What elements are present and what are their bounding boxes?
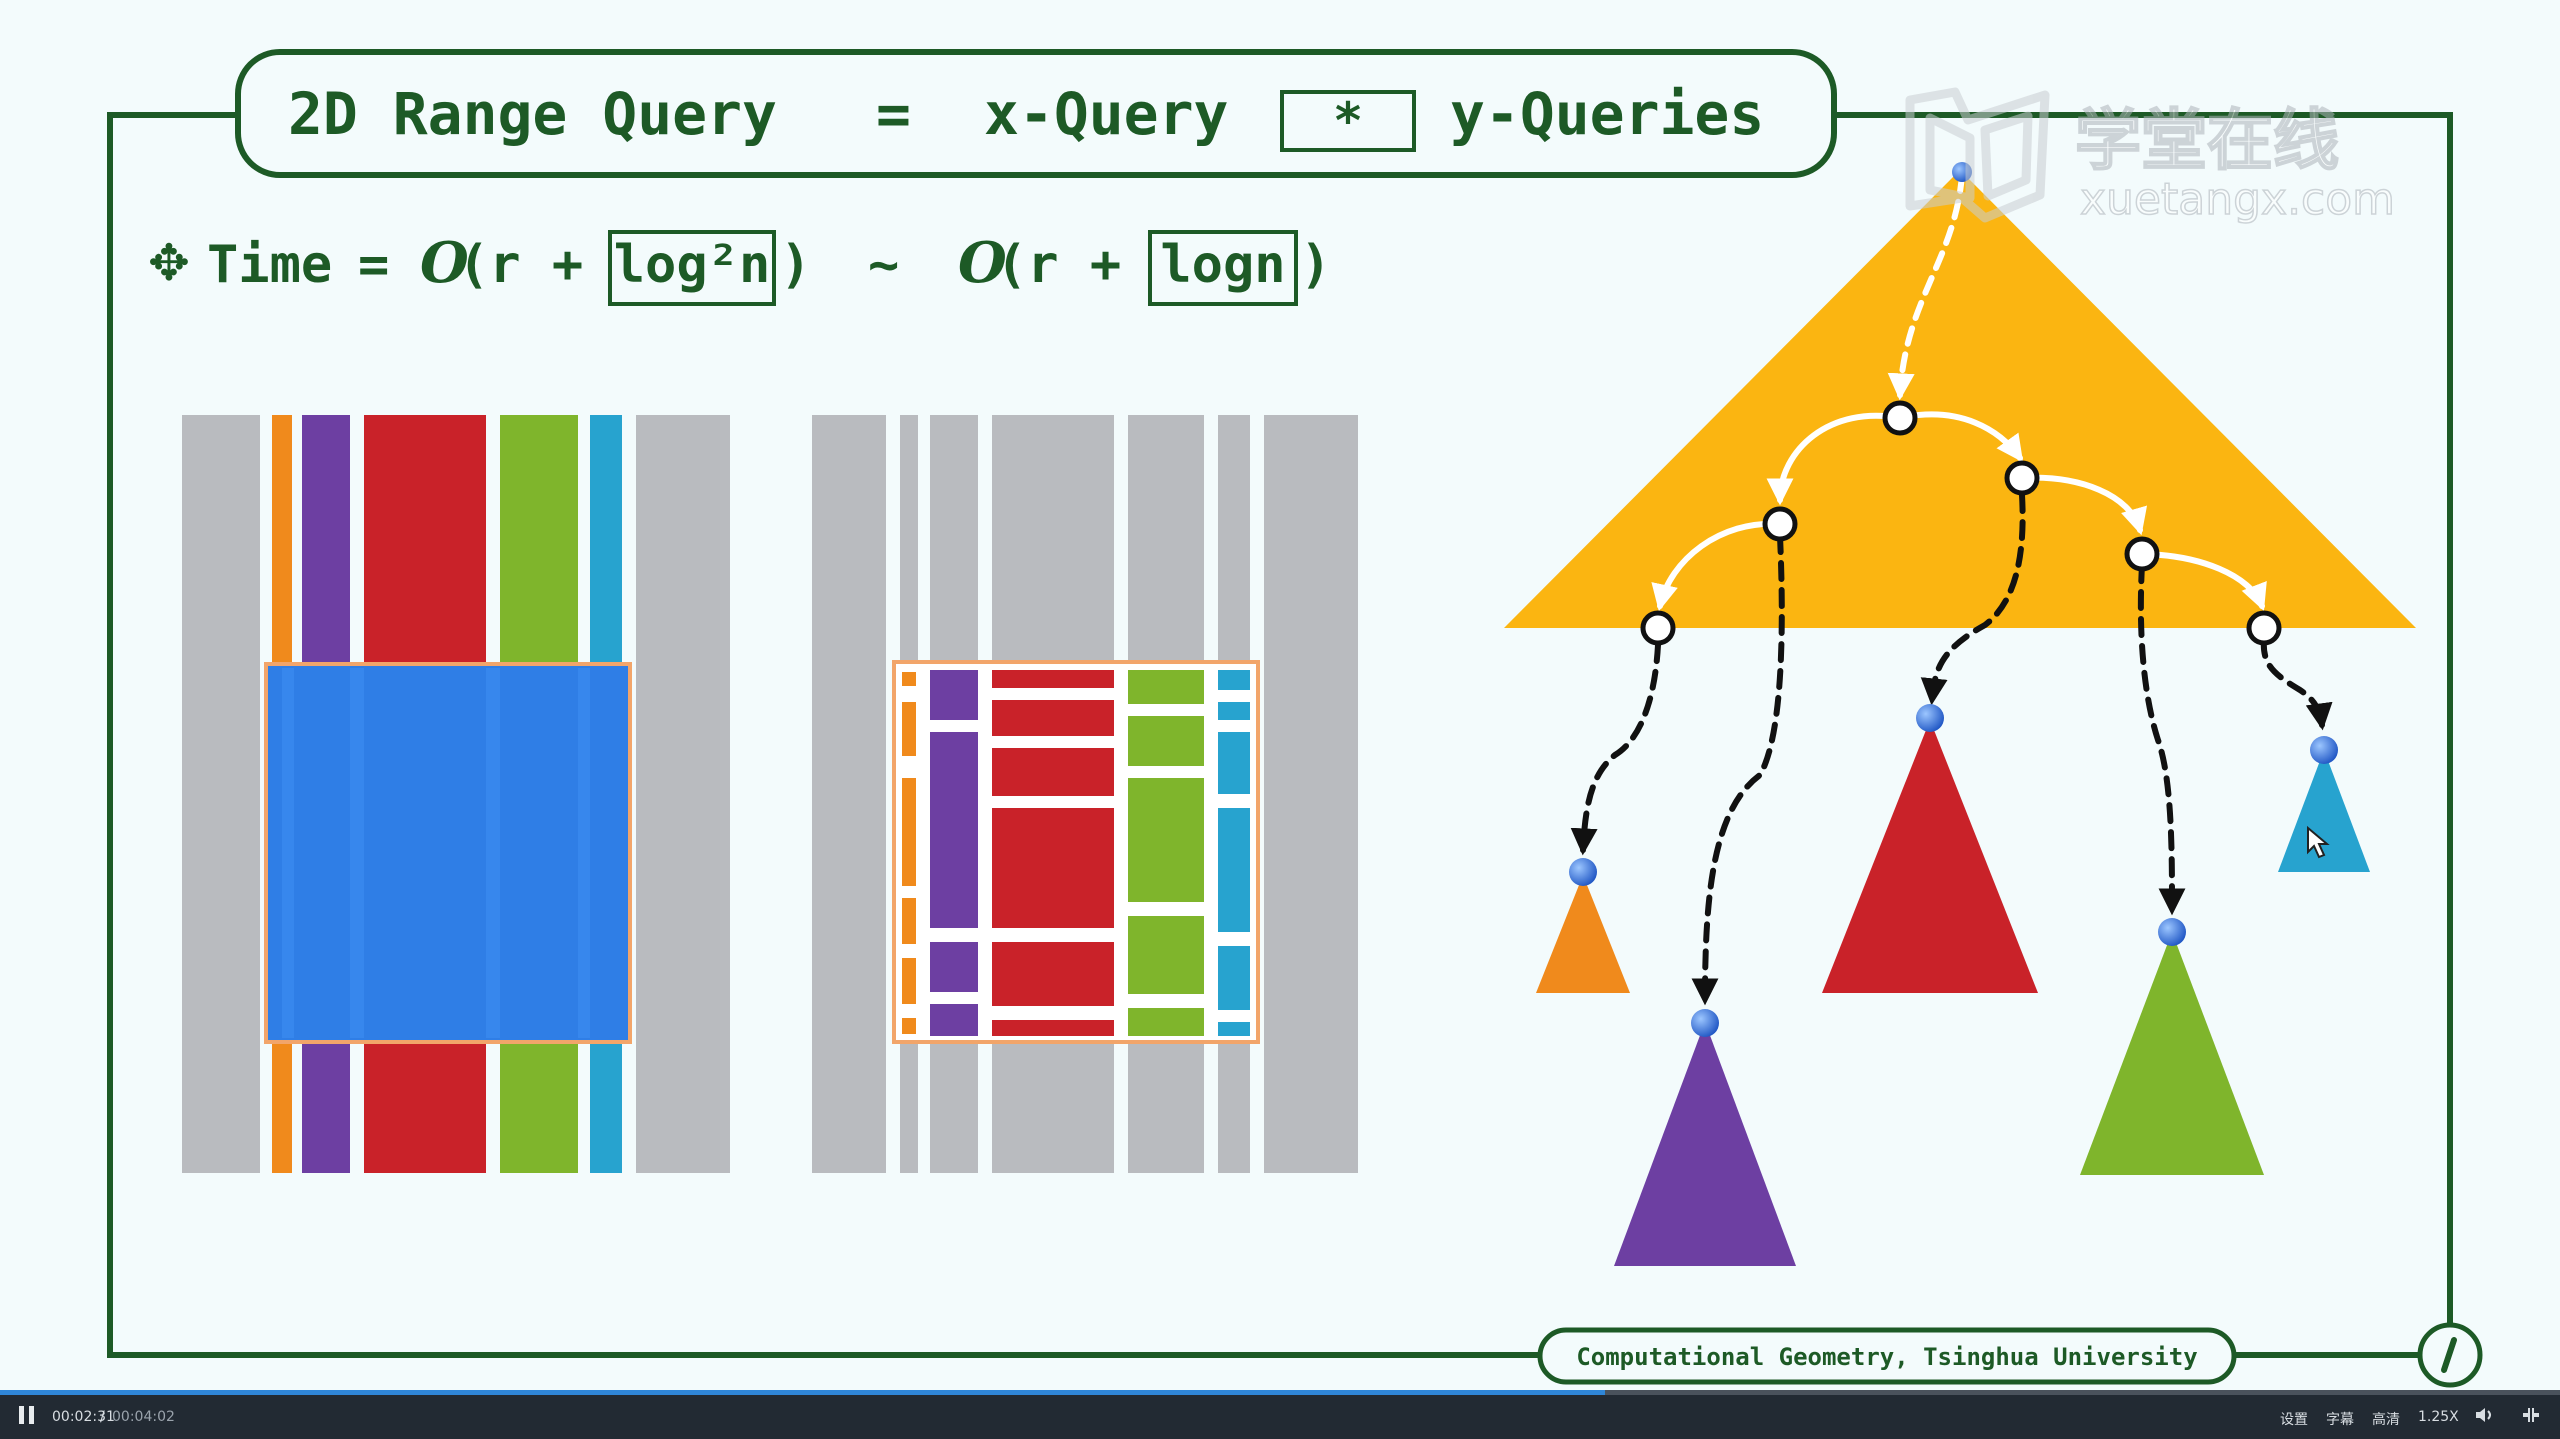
bound1-prefix: (r + (458, 235, 583, 295)
title-y-queries: y-Queries (1450, 80, 1764, 148)
node-left (1762, 506, 1798, 542)
arrow-left-left (1651, 520, 1783, 612)
progress-fill (0, 1390, 1606, 1395)
bound1-term: log²n (614, 235, 771, 295)
subtree-link-arrows (1570, 492, 2333, 1006)
xuetangx-logo-icon (1905, 87, 2050, 223)
mouse-cursor-icon (2307, 825, 2330, 859)
bound2-term: logn (1160, 235, 1285, 295)
strip-gray-left (182, 415, 260, 1173)
query-range-blue (264, 662, 632, 1044)
grid-strip-7 (1264, 415, 1358, 1173)
arrow-root-to-split (1887, 172, 1965, 401)
xuetangx-watermark: 学堂在线 xuetangx.com (1905, 87, 2396, 226)
subtree-green (2080, 932, 2264, 1175)
query-strip-highlight-1 (282, 668, 294, 1038)
query-strip-highlight-3 (486, 668, 500, 1038)
node-right-right (2124, 536, 2160, 572)
subtree-root-green (2158, 918, 2186, 946)
time-label: Time (207, 235, 332, 295)
fullscreen-exit-icon[interactable] (2520, 1405, 2542, 1425)
watermark-chinese: 学堂在线 (2075, 102, 2339, 179)
title-operator: * (1333, 92, 1363, 150)
bound1-close: ) (780, 235, 811, 295)
subtree-root-purple (1691, 1009, 1719, 1037)
title-operator-box (1280, 90, 1416, 152)
title-left: 2D Range Query (288, 80, 777, 148)
node-split (1882, 400, 1918, 436)
title-equals: = (876, 80, 911, 148)
subtree-root-orange (1569, 858, 1597, 886)
subtree-cyan (2278, 750, 2370, 872)
title-x-query: x-Query (984, 80, 1228, 148)
link-to-cyan-subtree (2260, 637, 2333, 731)
y-queries-grid-diagram (812, 415, 1358, 1173)
total-time: 00:04:02 (112, 1409, 175, 1425)
arrow-split-left (1766, 412, 1903, 506)
playback-speed-button[interactable]: 1.25X (2418, 1409, 2459, 1425)
footer-box (1537, 1327, 2237, 1385)
video-player-controls: 00:02:31 / 00:04:02 设置 字幕 高清 1.25X (0, 1390, 2560, 1439)
footer-text: Computational Geometry, Tsinghua Univers… (1576, 1343, 2197, 1371)
page-indicator-mark (2441, 1337, 2457, 1373)
query-strip-highlight-2 (350, 668, 364, 1038)
node-left-left (1640, 610, 1676, 646)
tree-nodes (1640, 400, 2282, 646)
purple-column-cells (930, 670, 978, 1036)
arrow-right-right-right (2139, 551, 2267, 612)
link-to-red-subtree (1920, 492, 2026, 706)
bound2-box (1148, 230, 1298, 306)
query-strip-highlight-4 (578, 668, 590, 1038)
search-path-arrows (1651, 172, 2267, 612)
watermark-url: xuetangx.com (2080, 174, 2395, 225)
node-right-right-right (2246, 610, 2282, 646)
grid-strip-1 (812, 415, 886, 1173)
bound2-prefix: (r + (996, 235, 1121, 295)
bound2-close: ) (1300, 235, 1331, 295)
green-column-cells (1128, 670, 1204, 1036)
time-separator: / (100, 1409, 105, 1425)
strip-gray-right (636, 415, 730, 1173)
progress-bar[interactable] (0, 1390, 2560, 1395)
tilde: ~ (868, 235, 899, 295)
current-time: 00:02:31 (52, 1409, 115, 1425)
x-range-tree (1504, 170, 2416, 628)
arrow-split-right (1897, 411, 2024, 463)
orange-column-cells (902, 672, 916, 1034)
arrow-right-right (2019, 474, 2148, 536)
big-o-symbol: O (420, 230, 469, 296)
link-to-purple-subtree (1691, 533, 1785, 1006)
subtree-orange (1536, 875, 1630, 993)
range-tree-diagram (1504, 162, 2416, 1266)
bound1-box (608, 230, 776, 306)
link-to-orange-subtree (1570, 642, 1661, 856)
time-equals: = (358, 235, 389, 295)
cyan-column-cells (1218, 670, 1250, 1036)
node-right (2004, 460, 2040, 496)
settings-button[interactable]: 设置 (2280, 1412, 2308, 1428)
big-o-symbol-2: O (958, 230, 1007, 296)
subtree-root-cyan (2310, 736, 2338, 764)
bullet-icon: ✥ (148, 234, 190, 292)
subtree-root-red (1916, 704, 1944, 732)
red-column-cells (992, 670, 1114, 1036)
quality-button[interactable]: 高清 (2372, 1412, 2400, 1428)
subtitle-button[interactable]: 字幕 (2326, 1412, 2354, 1428)
pause-icon[interactable] (16, 1404, 38, 1426)
volume-icon[interactable] (2474, 1405, 2496, 1425)
subtree-red (1822, 720, 2038, 993)
x-query-strips-diagram (182, 415, 730, 1173)
title-box (235, 49, 1837, 178)
subtree-purple (1614, 1022, 1796, 1266)
link-to-green-subtree (2137, 562, 2186, 916)
